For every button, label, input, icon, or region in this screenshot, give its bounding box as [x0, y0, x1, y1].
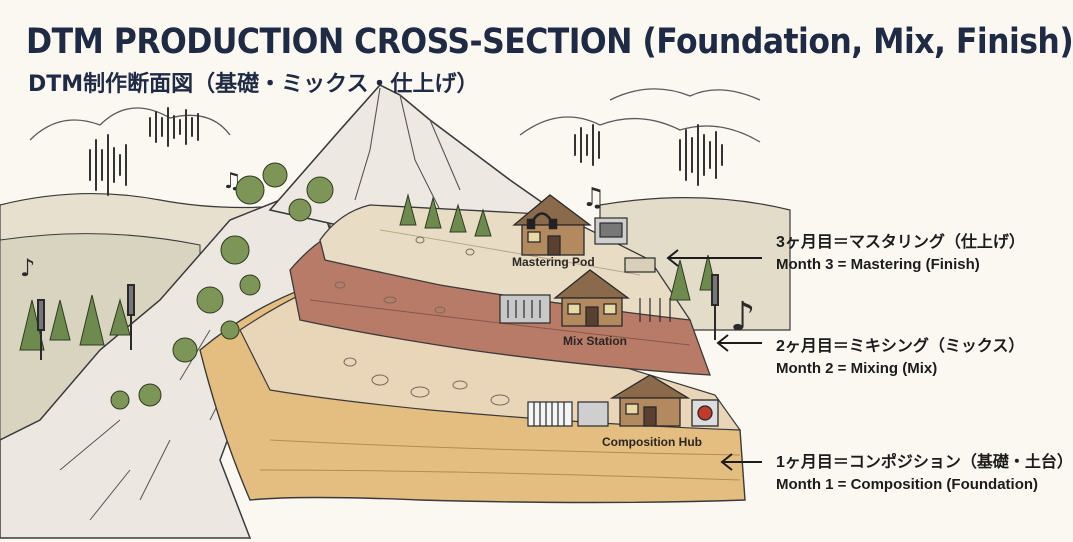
cabin-icon — [512, 194, 592, 256]
label-mix-station: Mix Station — [563, 334, 627, 348]
layer-label-english: Month 1 = Composition (Foundation) — [776, 476, 1039, 493]
sound-wave-icon — [574, 124, 723, 186]
layer-label-month-2: 2ヶ月目＝ミキシング（ミックス） Month 2 = Mixing (Mix) — [776, 336, 1024, 380]
layer-label-month-1: 1ヶ月目＝コンポジション（基礎・土台） Month 1 = Compositio… — [776, 452, 1073, 496]
mixer-icon — [499, 294, 671, 324]
svg-text:♪: ♪ — [20, 254, 35, 282]
headphones-icon — [526, 212, 558, 230]
title-english: DTM PRODUCTION CROSS-SECTION (Foundation… — [26, 22, 1073, 62]
audio-jack-icon — [37, 274, 719, 360]
clouds — [29, 88, 761, 143]
trees — [110, 162, 334, 410]
svg-text:♫: ♫ — [582, 183, 605, 213]
svg-text:♪: ♪ — [730, 294, 756, 340]
layer-label-english: Month 3 = Mastering (Finish) — [776, 256, 980, 273]
pebbles — [334, 236, 648, 406]
keyboard-icon — [527, 401, 609, 427]
label-mastering-pod: Mastering Pod — [512, 255, 595, 269]
pine-tree-icon — [19, 193, 717, 351]
label-composition-hub: Composition Hub — [602, 435, 702, 449]
cabin-icon — [609, 374, 691, 427]
cabin-icon — [553, 269, 630, 327]
cross-section-illustration: ♫ ♫ ♪ ♪ — [0, 84, 791, 539]
record-button-icon — [691, 399, 719, 427]
layer-label-english: Month 2 = Mixing (Mix) — [776, 360, 938, 377]
mixer-icon — [594, 217, 656, 273]
arrow-icon — [666, 249, 762, 471]
sound-wave-icon — [89, 107, 199, 196]
layer-label-japanese: 3ヶ月目＝マスタリング（仕上げ） — [776, 234, 1025, 251]
title-japanese: DTM制作断面図（基礎・ミックス・仕上げ） — [28, 72, 479, 97]
layer-label-japanese: 1ヶ月目＝コンポジション（基礎・土台） — [776, 454, 1073, 471]
layer-label-japanese: 2ヶ月目＝ミキシング（ミックス） — [776, 338, 1025, 355]
layer-label-month-3: 3ヶ月目＝マスタリング（仕上げ） Month 3 = Mastering (Fi… — [776, 232, 1025, 276]
